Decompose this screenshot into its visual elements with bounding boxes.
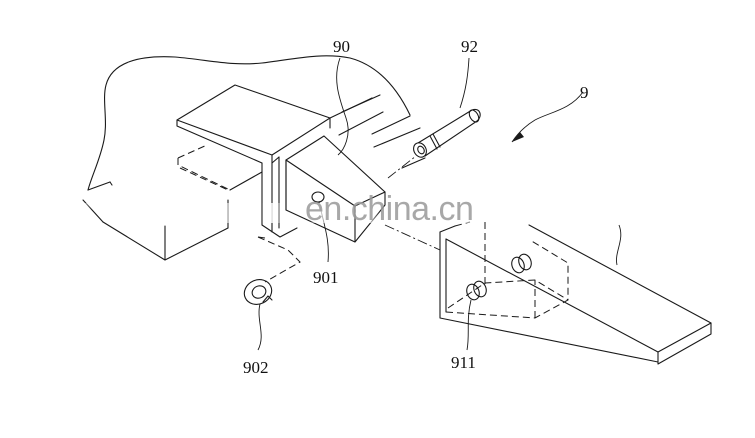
label-911: 911 [451, 353, 476, 372]
label-92: 92 [461, 37, 478, 56]
leader-lines [257, 57, 584, 351]
locking-pin-92 [413, 108, 481, 158]
label-902: 902 [243, 358, 269, 377]
assembly-path-washer [257, 236, 301, 283]
watermark-band [70, 203, 690, 223]
reference-numerals: 90 92 9 901 902 911 [243, 37, 589, 377]
label-90: 90 [333, 37, 350, 56]
arrow-head-icon [512, 132, 524, 142]
watermark-text: en.china.cn [305, 190, 474, 228]
hole-901-icon [311, 191, 325, 203]
label-901: 901 [313, 268, 339, 287]
assembly-axis [384, 155, 441, 251]
tooth [439, 221, 712, 365]
washer-902 [243, 279, 273, 305]
base-block-90 [176, 84, 426, 238]
label-9: 9 [580, 83, 589, 102]
hole-911-icon [466, 253, 532, 301]
